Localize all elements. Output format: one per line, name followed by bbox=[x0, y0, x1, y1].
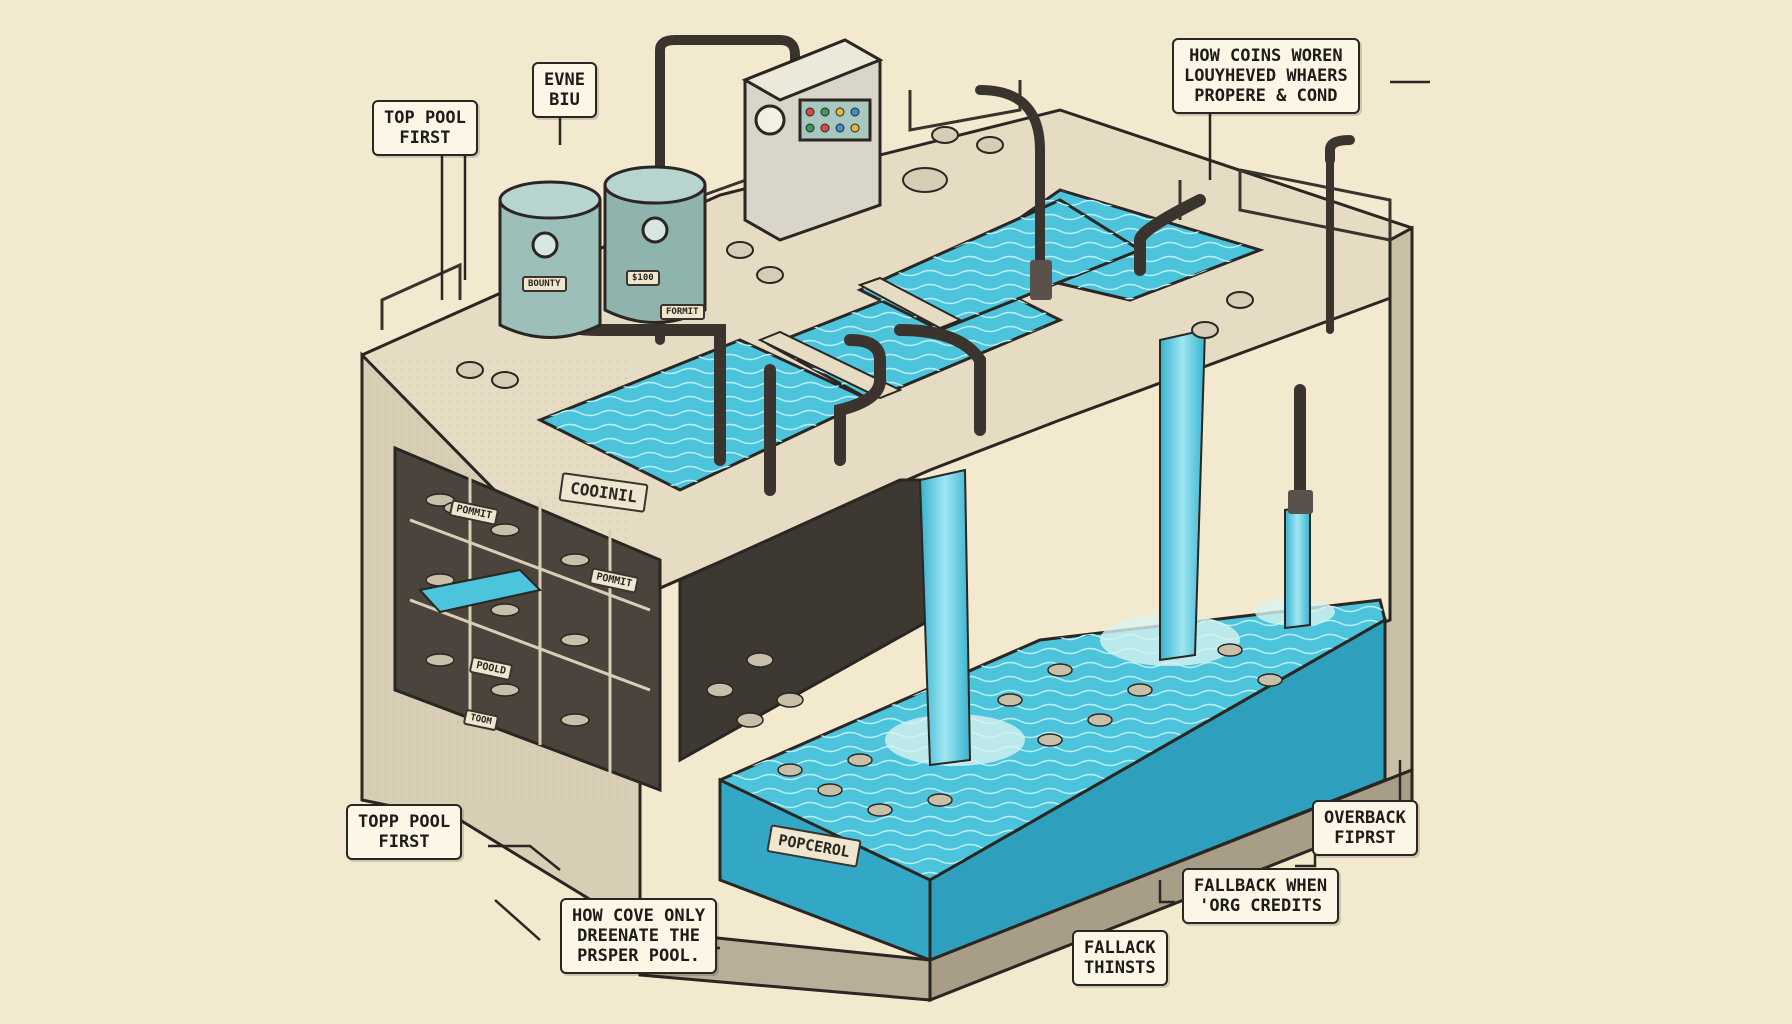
label-how-cove-only: HOW COVE ONLY DREENATE THE PRSPER POOL. bbox=[560, 898, 718, 974]
label-overback-first: OVERBACK FIPRST bbox=[1312, 800, 1418, 856]
label-topp-pool-first: TOPP POOL FIRST bbox=[346, 804, 463, 860]
label-fallback-when: FALLBACK WHEN 'ORG CREDITS bbox=[1182, 868, 1340, 924]
tag-tank-left: BOUNTY bbox=[522, 276, 567, 292]
label-fallack-thinsts: FALLACK THINSTS bbox=[1072, 930, 1168, 986]
control-panel bbox=[741, 38, 884, 242]
railings bbox=[380, 80, 1392, 330]
tag-pipe: FORMIT bbox=[660, 304, 705, 320]
deck-coins bbox=[456, 126, 1254, 389]
label-evne-biu: EVNE BIU bbox=[532, 62, 597, 118]
tag-tank-right: $100 bbox=[626, 270, 660, 286]
label-how-coins-woren: HOW COINS WOREN LOUYHEVED WHAERS PROPERE… bbox=[1172, 38, 1360, 114]
label-top-pool-first: TOP POOL FIRST bbox=[372, 100, 478, 156]
